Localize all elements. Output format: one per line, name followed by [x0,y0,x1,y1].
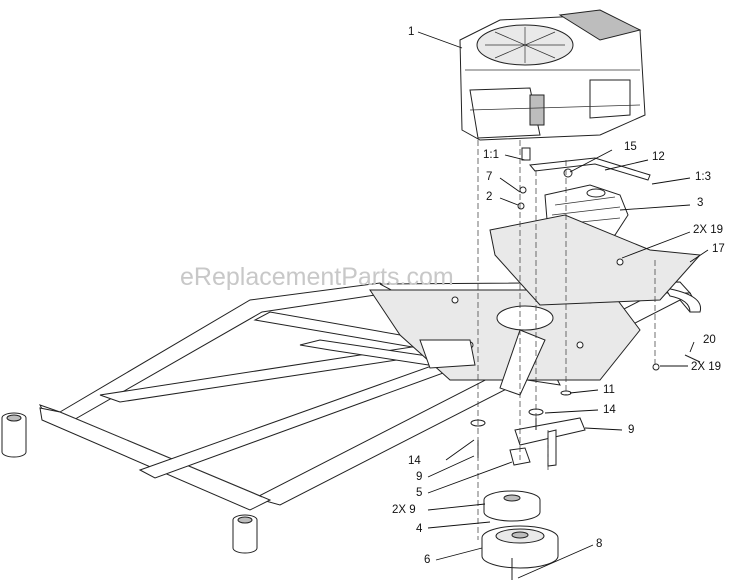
callout-2x19-upper: 2X 19 [693,224,723,236]
callout-1-1: 1:1 [483,149,499,161]
leader-lines [417,31,709,579]
callout-6: 6 [424,554,430,566]
callout-12: 12 [652,151,665,163]
callout-8: 8 [596,538,602,550]
engine-assembly[interactable] [459,9,646,141]
pulley[interactable] [483,490,541,522]
hardware-small-parts[interactable] [470,258,701,580]
frame-assembly[interactable] [1,281,702,554]
callout-7: 7 [486,171,492,183]
callout-14-left: 14 [408,455,421,467]
callout-11: 11 [603,384,615,396]
callout-labels: 1 1:1 15 12 7 1:3 2 3 2X 19 17 20 2X 19 … [392,26,725,566]
callout-4: 4 [416,523,423,535]
callout-2: 2 [486,191,492,203]
watermark-text: eReplacementParts.com [180,263,454,291]
callout-14-right: 14 [603,404,616,416]
assembly-lines [477,140,656,540]
heat-shield[interactable] [489,214,702,306]
electric-clutch[interactable] [481,525,559,569]
callout-2x9: 2X 9 [392,504,416,516]
callout-9-left: 9 [416,471,422,483]
callout-2x19-lower: 2X 19 [691,361,721,373]
callout-9-right: 9 [628,424,634,436]
callout-5: 5 [416,487,422,499]
callout-1: 1 [408,26,414,38]
callout-15: 15 [624,141,637,153]
callout-3: 3 [697,197,703,209]
callout-17: 17 [712,243,725,255]
callout-20: 20 [703,334,716,346]
callout-1-3: 1:3 [695,171,711,183]
clutch-bracket[interactable] [509,417,586,467]
